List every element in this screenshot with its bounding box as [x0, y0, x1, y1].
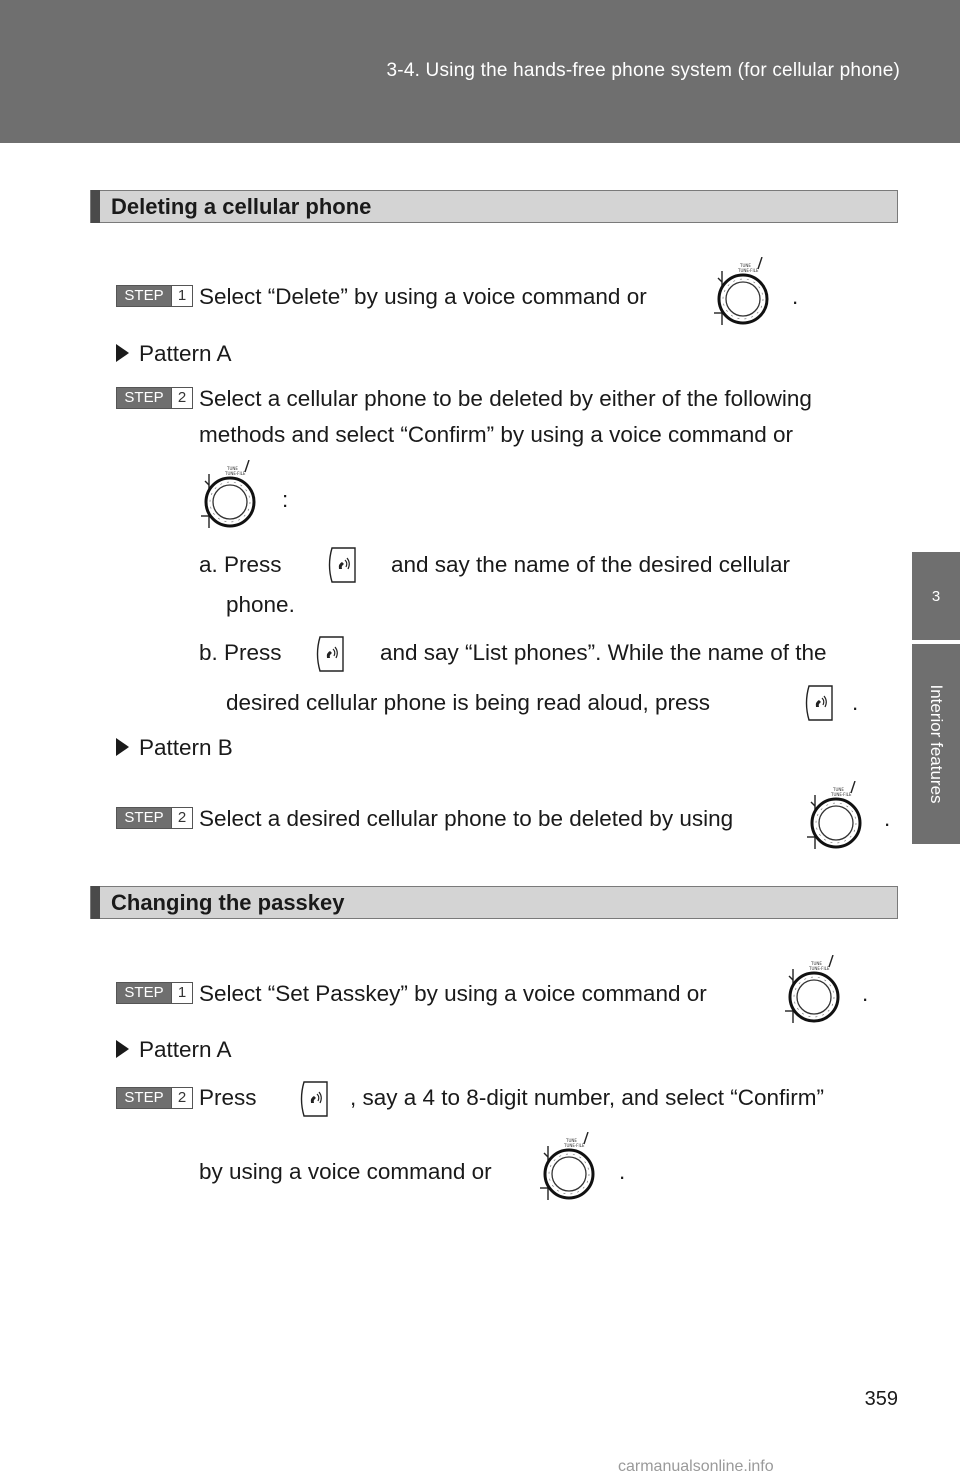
tune-file-dial-icon: [536, 1132, 600, 1200]
option-b-end: .: [852, 690, 859, 715]
step-end-period: .: [792, 284, 799, 309]
pattern-heading: Pattern A: [116, 1036, 232, 1064]
pattern-label: Pattern A: [139, 341, 232, 366]
step-text-line2: methods and select “Confirm” by using a …: [199, 422, 794, 447]
step-badge: STEP 2: [116, 387, 193, 409]
pattern-label: Pattern A: [139, 1037, 232, 1062]
chapter-tab-number: 3: [912, 552, 960, 640]
step-colon: :: [282, 487, 289, 512]
step-label: STEP: [117, 1088, 171, 1108]
option-b-prefix: b. Press: [199, 640, 282, 665]
step-badge: STEP 2: [116, 1087, 193, 1109]
step-text: Select “Delete” by using a voice command…: [199, 284, 647, 309]
tune-file-dial-icon: [781, 955, 845, 1023]
option-a-prefix: a. Press: [199, 552, 282, 577]
step-number: 1: [171, 286, 192, 306]
step-end-period: .: [619, 1159, 626, 1184]
option-a-cont: phone.: [226, 592, 295, 617]
talk-switch-icon: [326, 547, 356, 583]
step-number: 2: [171, 388, 192, 408]
triangle-bullet-icon: [116, 738, 129, 756]
page-number: 359: [864, 1388, 898, 1410]
step-number: 2: [171, 808, 192, 828]
tune-file-dial-icon: [197, 460, 261, 528]
step-text: Select a desired cellular phone to be de…: [199, 806, 734, 831]
step-badge: STEP 2: [116, 807, 193, 829]
step-text: Select “Set Passkey” by using a voice co…: [199, 981, 707, 1006]
step-end-period: .: [862, 981, 869, 1006]
chapter-tab-label-text: Interior features: [927, 684, 946, 804]
pattern-label: Pattern B: [139, 735, 233, 760]
step-text: , say a 4 to 8-digit number, and select …: [350, 1085, 824, 1110]
step-prefix: Press: [199, 1085, 257, 1110]
triangle-bullet-icon: [116, 344, 129, 362]
step-number: 1: [171, 983, 192, 1003]
tune-file-dial-icon: [803, 781, 867, 849]
page-header: 3-4. Using the hands-free phone system (…: [0, 0, 960, 143]
step-badge: STEP 1: [116, 285, 193, 307]
triangle-bullet-icon: [116, 1040, 129, 1058]
step-label: STEP: [117, 286, 171, 306]
option-b-cont: desired cellular phone is being read alo…: [226, 690, 711, 715]
chapter-tab-label: Interior features: [912, 644, 960, 844]
talk-switch-icon: [314, 636, 344, 672]
talk-switch-icon: [298, 1081, 328, 1117]
step-text-line2: by using a voice command or: [199, 1159, 492, 1184]
talk-switch-icon: [803, 685, 833, 721]
header-title: 3-4. Using the hands-free phone system (…: [386, 60, 900, 81]
option-b-text: and say “List phones”. While the name of…: [380, 640, 827, 665]
step-number: 2: [171, 1088, 192, 1108]
section-title-passkey: Changing the passkey: [90, 886, 898, 919]
step-badge: STEP 1: [116, 982, 193, 1004]
section-title-deleting: Deleting a cellular phone: [90, 190, 898, 223]
pattern-heading: Pattern B: [116, 734, 233, 762]
step-label: STEP: [117, 388, 171, 408]
step-end-period: .: [884, 806, 891, 831]
pattern-heading: Pattern A: [116, 340, 232, 368]
watermark: carmanualsonline.info: [618, 1458, 774, 1475]
step-label: STEP: [117, 983, 171, 1003]
option-a-text: and say the name of the desired cellular: [391, 552, 790, 577]
step-label: STEP: [117, 808, 171, 828]
step-text-line1: Select a cellular phone to be deleted by…: [199, 386, 812, 411]
tune-file-dial-icon: [710, 257, 774, 325]
